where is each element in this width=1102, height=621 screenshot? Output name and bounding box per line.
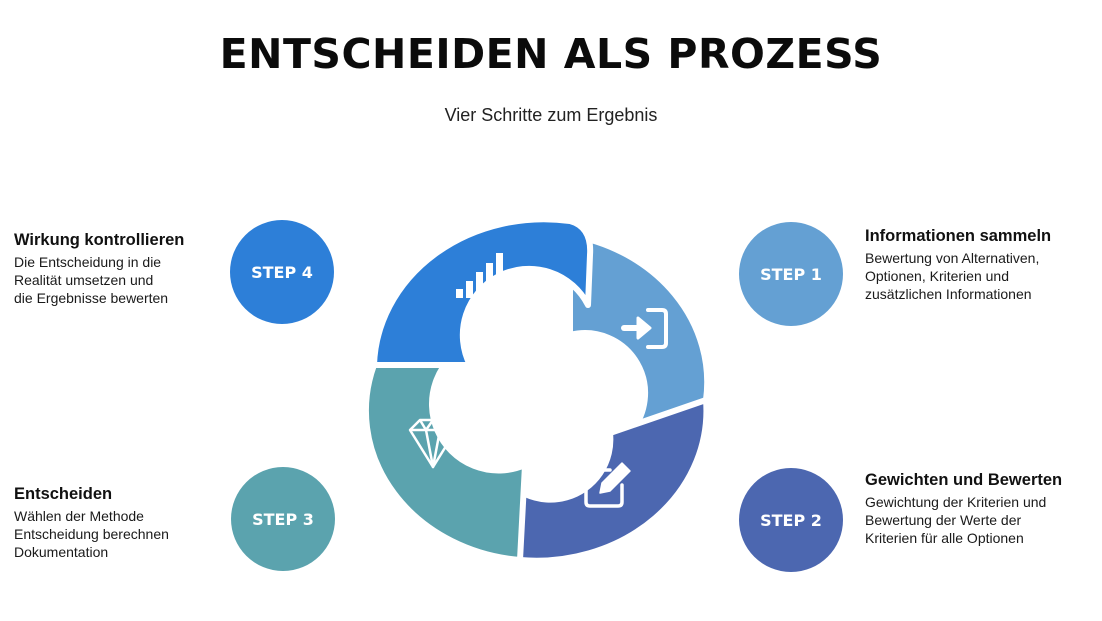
step-2-line-1: Gewichtung der Kriterien und [865,494,1047,510]
step-3-badge: STEP 3 [231,467,335,571]
page-subtitle: Vier Schritte zum Ergebnis [444,105,658,125]
step-4-description: Wirkung kontrollieren Die Entscheidung i… [14,231,184,307]
step-1-description: Informationen sammeln Bewertung von Alte… [865,227,1051,303]
step-3-line-1: Wählen der Methode [14,508,144,524]
step-3-badge-label: STEP 3 [252,509,314,529]
diamond-icon [408,418,458,469]
step-3-line-2: Entscheidung berechnen [14,526,169,542]
step-3-heading: Entscheiden [14,485,113,503]
step-1-line-3: zusätzlichen Informationen [865,286,1032,302]
step-3-description: Entscheiden Wählen der Methode Entscheid… [14,485,169,561]
step-1-badge-label: STEP 1 [760,264,822,284]
step-3-line-3: Dokumentation [14,544,109,560]
cycle-segment-step-4 [371,216,594,368]
step-4-heading: Wirkung kontrollieren [14,231,185,249]
step-4-line-2: Realität umsetzen und [14,272,154,288]
step-4-line-3: die Ergebnisse bewerten [14,290,169,306]
process-cycle-diagram [362,216,711,564]
step-2-heading: Gewichten und Bewerten [865,471,1063,489]
step-4-line-1: Die Entscheidung in die [14,254,162,270]
step-1-line-2: Optionen, Kriterien und [865,268,1009,284]
step-1-line-1: Bewertung von Alternativen, [865,250,1040,266]
signal-bars-icon [456,253,503,298]
step-4-badge-label: STEP 4 [251,262,313,282]
step-4-badge: STEP 4 [230,220,334,324]
step-1-badge: STEP 1 [739,222,843,326]
cycle-segment-step-3 [362,340,528,563]
step-2-line-3: Kriterien für alle Optionen [865,530,1024,546]
step-2-line-2: Bewertung der Werte der [865,512,1022,528]
sign-in-icon [621,308,668,349]
step-2-badge-label: STEP 2 [760,510,822,530]
step-1-heading: Informationen sammeln [865,227,1052,245]
edit-icon [584,462,631,508]
page-title: ENTSCHEIDEN ALS PROZESS [219,30,883,78]
step-2-badge: STEP 2 [739,468,843,572]
step-2-description: Gewichten und Bewerten Gewichtung der Kr… [865,471,1062,547]
